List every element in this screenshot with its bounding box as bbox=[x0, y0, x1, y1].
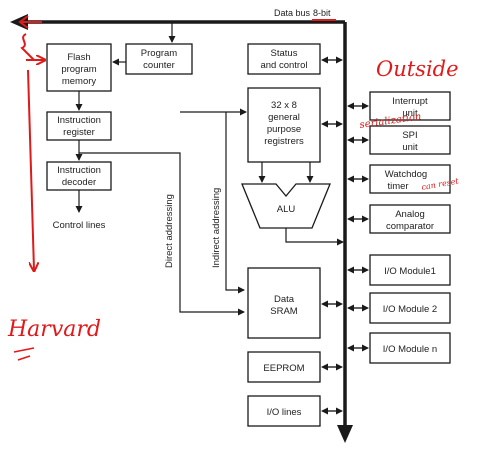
instruction-decoder-block: Instruction decoder bbox=[46, 161, 112, 191]
svg-text:I/O lines: I/O lines bbox=[267, 407, 302, 418]
svg-text:ALU: ALU bbox=[277, 204, 296, 215]
analog-comparator-block: Analog comparator bbox=[369, 204, 451, 234]
io-lines-block: I/O lines bbox=[247, 395, 321, 427]
svg-text:Instruction: Instruction bbox=[57, 165, 101, 176]
svg-text:timer: timer bbox=[387, 181, 408, 192]
svg-text:counter: counter bbox=[143, 60, 175, 71]
spi-unit-block: SPI unit bbox=[369, 125, 451, 155]
control-lines-label: Control lines bbox=[53, 220, 106, 231]
svg-text:I/O Module 2: I/O Module 2 bbox=[383, 304, 437, 315]
svg-text:SPI: SPI bbox=[402, 130, 417, 141]
io-module-1-block: I/O Module1 bbox=[369, 254, 451, 286]
svg-text:general: general bbox=[268, 112, 300, 123]
interrupt-unit-block: Interrupt unit bbox=[369, 91, 451, 121]
svg-text:memory: memory bbox=[62, 76, 97, 87]
svg-text:Instruction: Instruction bbox=[57, 115, 101, 126]
svg-text:program: program bbox=[61, 64, 96, 75]
direct-addressing-label: Direct addressing bbox=[164, 194, 175, 268]
svg-text:I/O Module1: I/O Module1 bbox=[384, 266, 436, 277]
io-module-2-block: I/O Module 2 bbox=[369, 292, 451, 324]
svg-text:SRAM: SRAM bbox=[270, 306, 298, 317]
svg-text:unit: unit bbox=[402, 108, 418, 119]
svg-text:Flash: Flash bbox=[67, 52, 90, 63]
svg-text:and control: and control bbox=[260, 60, 307, 71]
indirect-addressing-label: Indirect addressing bbox=[211, 188, 222, 268]
bus-label: Data bus bbox=[274, 8, 311, 18]
flash-program-memory-block: Flash program memory bbox=[46, 43, 112, 92]
outside-annotation: Outside bbox=[376, 57, 459, 81]
eeprom-block: EEPROM bbox=[247, 351, 321, 383]
svg-text:Data: Data bbox=[274, 294, 295, 305]
program-counter-block: Program counter bbox=[125, 43, 193, 75]
svg-text:unit: unit bbox=[402, 142, 418, 153]
svg-text:registrers: registrers bbox=[264, 136, 304, 147]
status-and-control-block: Status and control bbox=[247, 43, 321, 75]
alu-block: ALU bbox=[241, 183, 331, 229]
instruction-register-block: Instruction register bbox=[46, 111, 112, 141]
svg-text:I/O Module n: I/O Module n bbox=[383, 344, 437, 355]
svg-text:Program: Program bbox=[141, 48, 178, 59]
svg-text:Interrupt: Interrupt bbox=[392, 96, 428, 107]
red-squiggle bbox=[20, 33, 35, 61]
general-purpose-registers-block: 32 x 8 general purpose registrers bbox=[247, 87, 321, 163]
data-sram-block: Data SRAM bbox=[247, 267, 321, 339]
svg-text:purpose: purpose bbox=[267, 124, 301, 135]
svg-text:EEPROM: EEPROM bbox=[263, 363, 304, 374]
io-module-n-block: I/O Module n bbox=[369, 332, 451, 364]
bus-width-label: 8-bit bbox=[313, 8, 331, 18]
bus-down-arrowhead bbox=[337, 425, 353, 443]
peripheral-connectors bbox=[347, 102, 369, 352]
svg-text:Status: Status bbox=[271, 48, 298, 59]
watchdog-timer-block: Watchdog timer bbox=[369, 164, 451, 194]
svg-text:32 x 8: 32 x 8 bbox=[271, 100, 297, 111]
svg-text:register: register bbox=[63, 127, 95, 138]
handwritten-annotations: Outside Harvard serialization can reset bbox=[7, 15, 460, 361]
addressing-paths bbox=[79, 108, 247, 316]
svg-text:Analog: Analog bbox=[395, 209, 425, 220]
svg-text:comparator: comparator bbox=[386, 221, 434, 232]
red-arrow-down bbox=[27, 69, 34, 270]
harvard-annotation: Harvard bbox=[7, 317, 101, 342]
svg-text:Watchdog: Watchdog bbox=[385, 169, 427, 180]
svg-text:decoder: decoder bbox=[62, 177, 96, 188]
